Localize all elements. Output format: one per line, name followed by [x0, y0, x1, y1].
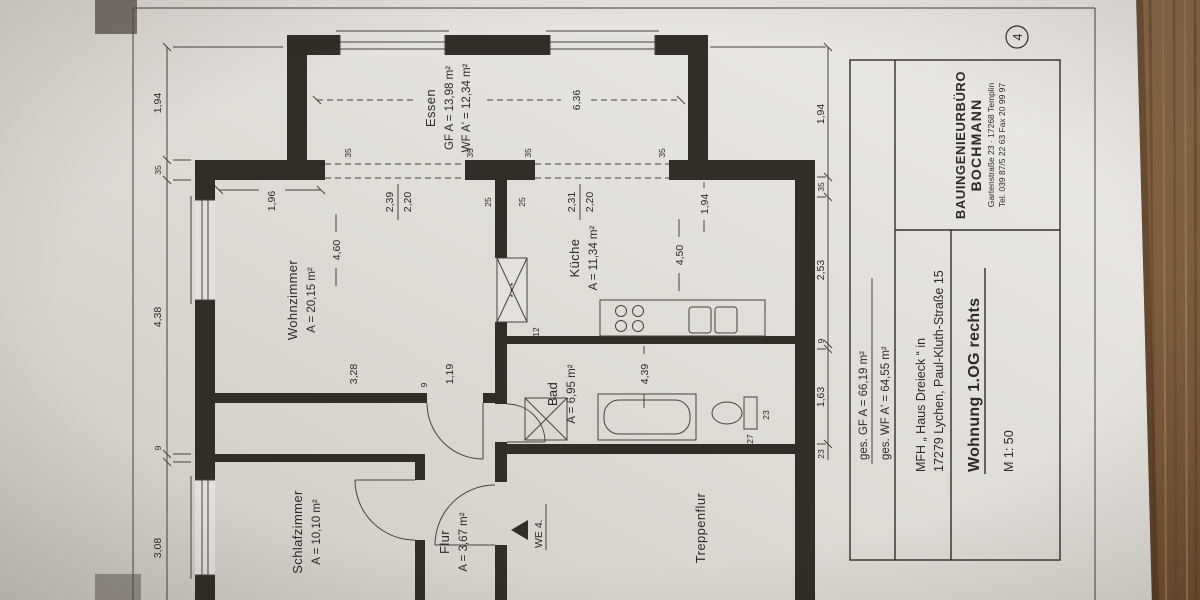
company-phone: Tel. 039 87/5 22 63 Fax 20 99 97 — [997, 83, 1007, 208]
dim-wall35-1: 35 — [343, 148, 353, 158]
room-wf-essen: WF A' = 12,34 m² — [461, 63, 473, 152]
dim-opening-w: 2,39 — [384, 192, 396, 213]
right-wall-lower — [669, 160, 815, 180]
wall-corridor-2 — [495, 442, 507, 482]
dim-bottom-5: 35 — [816, 182, 826, 192]
company-name-1: BAUINGENIEURBÜRO — [953, 71, 968, 219]
wall-flur-a — [415, 540, 425, 600]
room-area-wohnzimmer: A = 20,15 m² — [306, 267, 318, 333]
entry-label: WE 4. — [533, 519, 545, 548]
dim-opening2-h: 2,20 — [584, 192, 596, 213]
dim-bottom-4: 2,53 — [815, 260, 827, 281]
total-living-area: ges. WF A' = 64,55 m² — [880, 346, 892, 460]
dim-wz-3: 1,19 — [444, 364, 456, 385]
dim-wall35-2: 35 — [465, 148, 475, 158]
room-label-schlafzimmer: Schlafzimmer — [290, 490, 305, 574]
dim-essen-length: 6,36 — [571, 90, 583, 111]
shadow-blotch-2 — [95, 574, 141, 600]
room-label-wohnzimmer: Wohnzimmer — [285, 260, 300, 341]
dim-top-1: 3,08 — [152, 538, 164, 559]
dim-wall35-4: 35 — [657, 148, 667, 158]
dim-top-4: 35 — [153, 165, 163, 175]
dim-bottom-6: 1,94 — [815, 104, 827, 125]
dim-top-3: 4,38 — [152, 307, 164, 328]
dim-wc-27: 27 — [745, 434, 755, 444]
room-area-schlafzimmer: A = 10,10 m² — [311, 499, 323, 565]
dim-wall35-3: 35 — [523, 148, 533, 158]
wall-wohnzimmer-b — [483, 393, 497, 403]
dim-wz-width-text: 4,60 — [331, 240, 343, 261]
room-area-bad: A = 6,95 m² — [566, 364, 578, 423]
shadow-blotch-1 — [95, 0, 137, 34]
room-gf-essen: GF A = 13,98 m² — [444, 66, 456, 150]
dim-bad-length-text: 4,39 — [639, 364, 651, 385]
room-area-flur: A = 3,67 m² — [458, 512, 470, 571]
dim-wall25-1: 25 — [483, 197, 493, 207]
room-label-kueche: Küche — [567, 239, 582, 278]
dim-wall25-2: 25 — [517, 197, 527, 207]
dim-wz-2: 9 — [419, 382, 429, 387]
company-name-2: BOCHMANN — [968, 99, 984, 192]
dim-bottom-3: 9 — [816, 338, 826, 343]
bottom-outer-wall — [795, 160, 815, 600]
scale-label: M 1: 50 — [1002, 430, 1016, 472]
dim-wz-1: 3,28 — [348, 364, 360, 385]
right-wall-pier — [465, 160, 535, 180]
wall-corridor-3 — [495, 322, 507, 404]
wall-corridor-1 — [495, 545, 507, 600]
room-label-treppenflur: Treppenflur — [693, 493, 708, 564]
shaft-symbol: * * * — [508, 282, 518, 297]
dim-top-2: 9 — [153, 445, 163, 450]
dim-kueche-pier-text: 1,94 — [699, 194, 711, 215]
total-gross-area: ges. GF A = 66,19 m² — [858, 351, 870, 460]
dim-pier: 1,96 — [266, 191, 278, 212]
dim-kueche-length-text: 4,50 — [674, 245, 686, 266]
unit-title: Wohnung 1.OG rechts — [966, 298, 983, 472]
wall-schlafzimmer-sep — [215, 454, 425, 462]
room-label-flur: Flur — [437, 530, 452, 554]
dim-opening2-w: 2,31 — [566, 192, 578, 213]
wall-bad-kueche-sep — [507, 336, 795, 344]
dim-opening-h: 2,20 — [402, 192, 414, 213]
ventilation-shaft: * * * — [496, 257, 528, 323]
dim-bottom-1: 23 — [816, 449, 826, 459]
wall-corridor-4 — [495, 180, 507, 258]
wall-flur-b — [415, 454, 425, 480]
room-area-kueche: A = 11,34 m² — [588, 225, 600, 290]
wall-wohnzimmer-a — [215, 393, 427, 403]
dim-bottom-2: 1,63 — [815, 387, 827, 408]
project-line1: MFH „ Haus Dreieck “ in — [914, 338, 928, 472]
project-line2: 17279 Lychen, Paul-Kluth-Straße 15 — [932, 270, 946, 472]
wall-treppenflur-sep — [507, 444, 795, 454]
room-label-bad: Bad — [545, 382, 560, 406]
dim-shaft: 12 — [531, 327, 541, 337]
company-address: Gartenstraße 23 · 17268 Templin — [986, 82, 996, 207]
right-wall-upper — [195, 160, 325, 180]
page-number: 4 — [1011, 33, 1025, 40]
dim-top-5: 1,94 — [152, 93, 164, 114]
room-label-essen: Essen — [423, 89, 438, 127]
dim-wc-23: 23 — [761, 410, 771, 420]
